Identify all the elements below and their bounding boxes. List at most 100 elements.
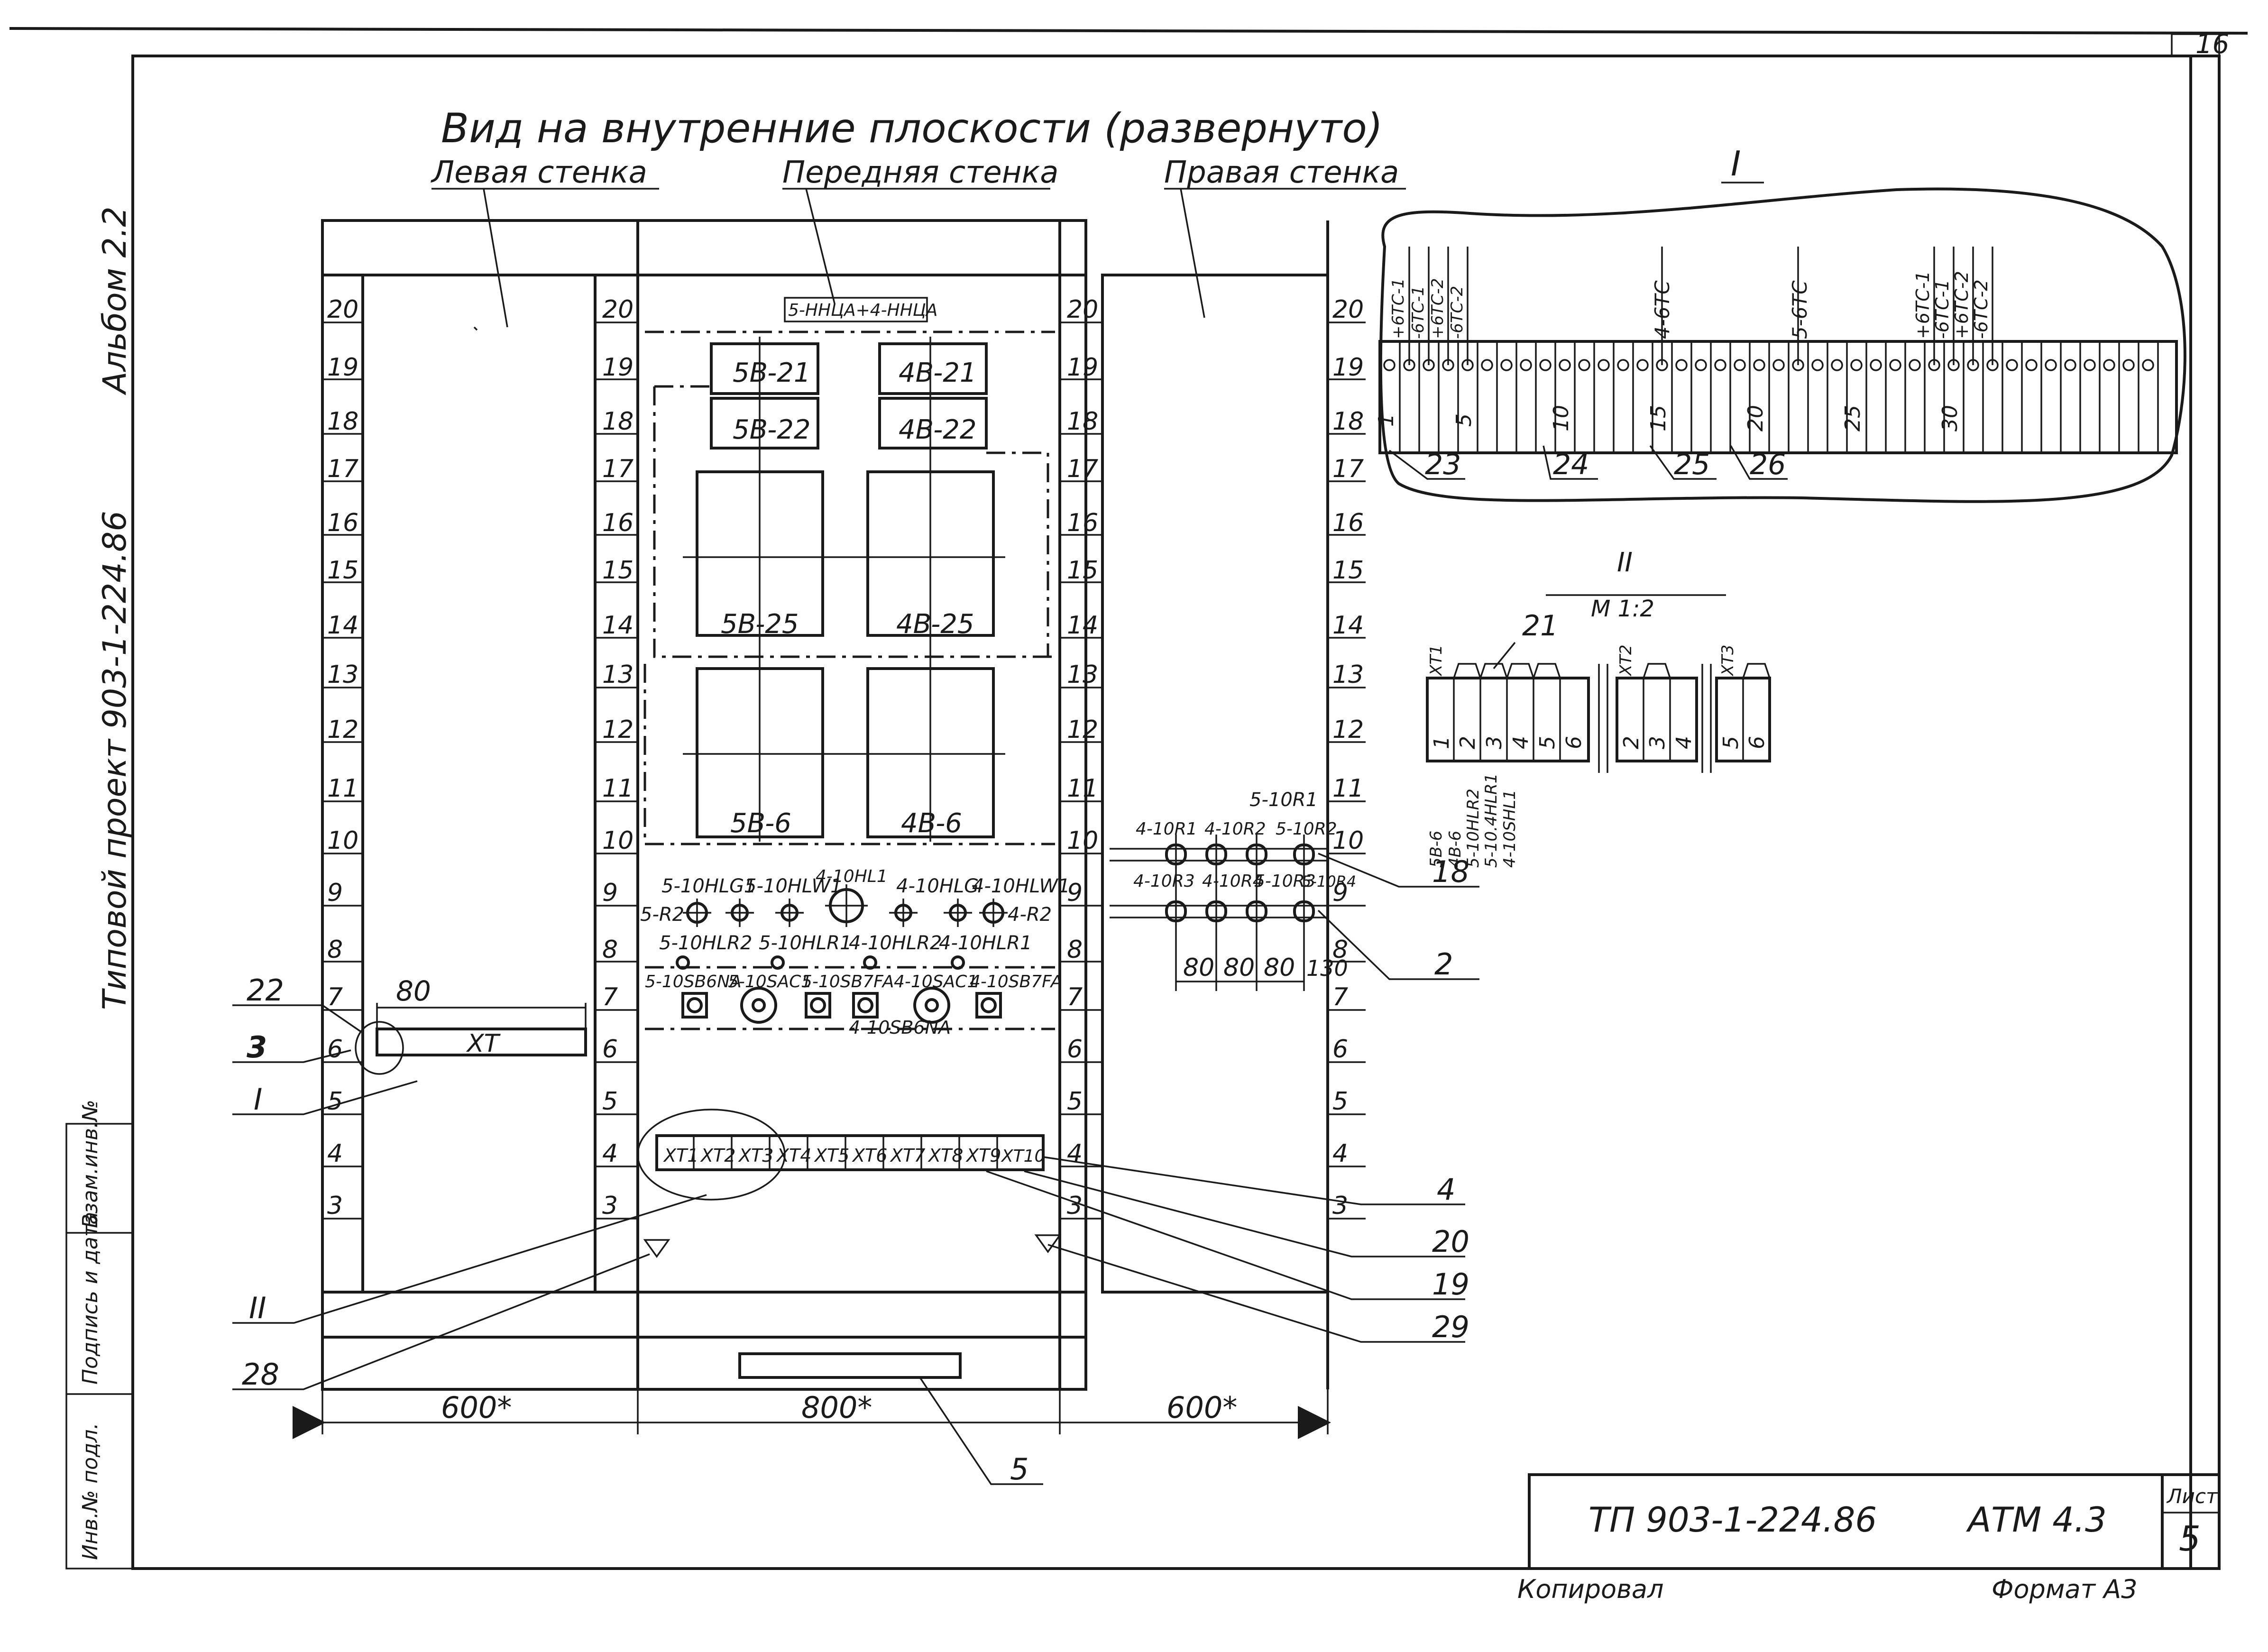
svg-text:7: 7	[1332, 983, 1348, 1011]
svg-text:15: 15	[1067, 556, 1098, 585]
svg-text:2: 2	[1619, 736, 1644, 749]
svg-text:7: 7	[602, 983, 618, 1011]
svg-text:XT1: XT1	[663, 1145, 698, 1166]
svg-text:11: 11	[1067, 774, 1098, 803]
svg-text:3: 3	[327, 1192, 343, 1220]
right-wall: 5-10R1 4-10R1 4-10R2 5-10R2 4-10R3 4-10R…	[1110, 789, 1356, 991]
svg-text:11: 11	[327, 774, 358, 803]
svg-text:20: 20	[1432, 1224, 1469, 1259]
svg-text:20: 20	[327, 295, 358, 324]
svg-text:10: 10	[602, 826, 634, 855]
svg-text:5: 5	[1332, 1087, 1348, 1116]
svg-text:XT7: XT7	[890, 1145, 925, 1166]
app-5B-6: 5B-6	[730, 808, 791, 839]
svg-text:28: 28	[242, 1357, 279, 1392]
svg-text:4-10R4: 4-10R4	[1202, 872, 1264, 891]
svg-text:6: 6	[1745, 736, 1769, 749]
svg-text:16: 16	[602, 509, 634, 537]
svg-text:+6TC-1: +6TC-1	[1389, 278, 1408, 339]
svg-text:13: 13	[1332, 661, 1364, 689]
svg-text:25: 25	[1674, 448, 1710, 481]
title-block: ТП 903-1-224.86 АТМ 4.3 Лист 5 Копировал…	[1517, 1473, 2221, 1604]
svg-text:XT3: XT3	[738, 1145, 773, 1166]
svg-text:9: 9	[327, 879, 343, 907]
svg-text:16: 16	[327, 509, 358, 537]
svg-text:29: 29	[1432, 1310, 1469, 1344]
svg-text:4: 4	[327, 1139, 343, 1168]
app-4B-22: 4B-22	[899, 414, 977, 445]
svg-text:-6TC-2: -6TC-2	[1971, 279, 1992, 339]
svg-text:5: 5	[1452, 413, 1476, 427]
svg-text:19: 19	[1332, 353, 1364, 382]
svg-text:15: 15	[1646, 405, 1671, 431]
svg-text:18: 18	[1432, 854, 1469, 889]
svg-text:6: 6	[602, 1035, 618, 1064]
svg-text:16: 16	[1332, 509, 1364, 537]
sheet-frame: 16	[9, 27, 2248, 1570]
svg-text:XT2: XT2	[700, 1145, 735, 1166]
svg-text:6: 6	[327, 1035, 343, 1064]
svg-text:3: 3	[1645, 736, 1670, 749]
side-project-text: Типовой проект 903-1-224.86	[96, 511, 134, 1010]
svg-text:II: II	[1617, 547, 1633, 578]
svg-text:8: 8	[1067, 936, 1083, 964]
svg-text:3: 3	[1482, 736, 1506, 749]
svg-text:+6TC-2: +6TC-2	[1428, 278, 1447, 339]
svg-text:13: 13	[327, 661, 358, 689]
svg-text:5-10SB6NA: 5-10SB6NA	[645, 972, 742, 991]
svg-text:20: 20	[1067, 295, 1098, 324]
svg-text:130: 130	[1306, 955, 1348, 981]
app-5B-21: 5B-21	[733, 358, 811, 388]
tb-copied: Копировал	[1517, 1574, 1664, 1604]
bottom-dimensions: 600* 800* 600*	[293, 1389, 1331, 1439]
svg-text:80: 80	[1223, 954, 1255, 982]
svg-text:5-10R2: 5-10R2	[1276, 819, 1337, 839]
svg-text:15: 15	[327, 556, 358, 585]
svg-text:5: 5	[327, 1087, 343, 1116]
svg-text:1: 1	[1374, 413, 1398, 427]
svg-text:4-10SB6NA: 4-10SB6NA	[849, 1017, 951, 1038]
callouts: 22 3 I II 28 18 2 4 20 19 29 5	[232, 853, 1479, 1487]
svg-text:18: 18	[327, 407, 358, 436]
svg-text:17: 17	[602, 455, 634, 483]
dim-800: 800*	[801, 1390, 872, 1425]
svg-text:II: II	[249, 1291, 266, 1325]
svg-text:20: 20	[1744, 405, 1768, 431]
svg-text:5: 5	[1719, 736, 1743, 749]
svg-text:2: 2	[1434, 947, 1453, 982]
svg-text:12: 12	[602, 716, 634, 744]
svg-text:16: 16	[1067, 509, 1098, 537]
svg-text:5-10SAC1: 5-10SAC1	[728, 972, 812, 991]
svg-text:13: 13	[1067, 661, 1098, 689]
ruler-ticks	[322, 321, 1366, 1220]
svg-text:19: 19	[1432, 1267, 1469, 1302]
app-5B-22: 5B-22	[733, 414, 811, 445]
svg-text:4: 4	[1067, 1139, 1083, 1168]
front-top-label: 5-HHЦA+4-HHЦA	[788, 301, 937, 320]
svg-text:-6TC-1: -6TC-1	[1409, 286, 1428, 339]
svg-text:24: 24	[1553, 448, 1589, 481]
svg-text:30: 30	[1938, 405, 1962, 431]
svg-text:4-10HLG: 4-10HLG	[896, 875, 979, 897]
svg-text:4-10SB7FA: 4-10SB7FA	[970, 972, 1062, 991]
svg-text:19: 19	[327, 353, 358, 382]
drawing-title: Вид на внутренние плоскости (развернуто)	[441, 105, 1383, 152]
svg-text:4-R2: 4-R2	[1008, 904, 1052, 926]
ruler-front-right: 20 19 18 17 16 15 14 13 12 11 10 9 8 7 6…	[1067, 295, 1098, 1220]
stamp-col-3: Взам.инв.№	[78, 1100, 102, 1228]
svg-text:4: 4	[1437, 1172, 1455, 1207]
svg-text:4-10HLR2: 4-10HLR2	[849, 932, 942, 954]
svg-text:10: 10	[327, 826, 358, 855]
svg-text:14: 14	[602, 611, 634, 640]
svg-text:-6TC-1: -6TC-1	[1932, 279, 1953, 339]
label-right-wall: Правая стенка	[1164, 155, 1399, 190]
svg-text:21: 21	[1522, 609, 1558, 642]
detail-II: II M 1:2 21 XT1 1 2 3 4 5 6 XT2 2 3 4 XT…	[1426, 547, 1771, 868]
svg-text:4-6TC: 4-6TC	[1651, 280, 1674, 339]
svg-text:4-10R2: 4-10R2	[1204, 819, 1266, 839]
svg-text:4-10HLW1: 4-10HLW1	[972, 875, 1070, 897]
svg-text:11: 11	[602, 774, 634, 803]
svg-text:80: 80	[1264, 954, 1295, 982]
ruler-left: 20 19 18 17 16 15 14 13 12 11 10 9 8 7 6…	[327, 295, 358, 1220]
